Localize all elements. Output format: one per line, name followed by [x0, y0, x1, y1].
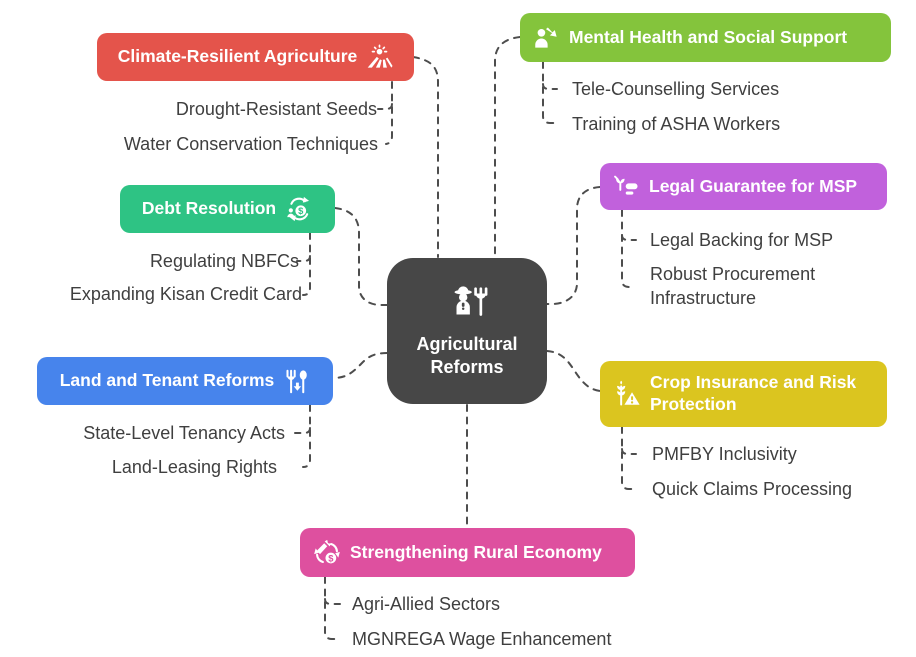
branch-debt-resolution[interactable]: Debt Resolution $ [120, 185, 335, 233]
leaf-land-leasing-rights[interactable]: Land-Leasing Rights [111, 457, 277, 477]
person-decline-arrow-icon [535, 27, 557, 48]
svg-text:$: $ [328, 553, 334, 563]
leaf-training-of-asha-workers[interactable]: Training of ASHA Workers [572, 114, 781, 134]
leaf-tele-counselling-services[interactable]: Tele-Counselling Services [572, 79, 780, 99]
carrot-exchange-dollar-icon: $ [314, 539, 340, 563]
branch-crop-insurance-and-risk-protection[interactable]: Crop Insurance and Risk Protection [600, 361, 887, 427]
branch-label: Climate-Resilient Agriculture [117, 46, 358, 67]
branch-label: Land and Tenant Reforms [59, 370, 275, 391]
branch-label: Strengthening Rural Economy [350, 541, 602, 562]
svg-text:$: $ [298, 206, 304, 216]
leaf-drought-resistant-seeds[interactable]: Drought-Resistant Seeds [175, 99, 377, 119]
money-exchange-icon: $ [287, 196, 310, 222]
farmer-pitchfork-icon [454, 285, 488, 316]
branch-label: Debt Resolution [141, 198, 277, 219]
leaf-quick-claims-processing[interactable]: Quick Claims Processing [652, 479, 853, 499]
sunrise-field-icon [367, 44, 393, 68]
leaf-robust-procurement-infrastructure[interactable]: Robust Procurement Infrastructure [650, 264, 816, 308]
branch-mental-health-and-social-support[interactable]: Mental Health and Social Support [520, 13, 891, 62]
center-node-agricultural-reforms[interactable]: Agricultural Reforms [387, 258, 547, 404]
sprout-price-bars-icon [614, 175, 638, 195]
leaf-pmfby-inclusivity[interactable]: PMFBY Inclusivity [652, 444, 797, 464]
branch-legal-guarantee-for-msp[interactable]: Legal Guarantee for MSP [600, 163, 887, 210]
leaf-agri-allied-sectors[interactable]: Agri-Allied Sectors [352, 594, 501, 614]
leaf-regulating-nbfcs[interactable]: Regulating NBFCs [149, 251, 299, 271]
branch-land-and-tenant-reforms[interactable]: Land and Tenant Reforms [37, 357, 333, 405]
branch-label: Crop Insurance and Risk Protection [650, 372, 857, 414]
branch-label: Legal Guarantee for MSP [649, 175, 858, 196]
leaf-legal-backing-for-msp[interactable]: Legal Backing for MSP [650, 230, 834, 250]
wheat-warning-icon [617, 380, 640, 406]
branch-strengthening-rural-economy[interactable]: $ Strengthening Rural Economy [300, 528, 635, 577]
branch-climate-resilient-agriculture[interactable]: Climate-Resilient Agriculture [97, 33, 414, 81]
leaf-state-level-tenancy-acts[interactable]: State-Level Tenancy Acts [83, 423, 285, 443]
branch-label: Mental Health and Social Support [569, 26, 848, 47]
center-node-label: Agricultural Reforms [416, 333, 518, 377]
fork-spoon-down-icon [286, 369, 308, 393]
leaf-water-conservation-techniques[interactable]: Water Conservation Techniques [123, 134, 378, 154]
leaf-expanding-kisan-credit-card[interactable]: Expanding Kisan Credit Card [69, 284, 302, 304]
leaf-mgnrega-wage-enhancement[interactable]: MGNREGA Wage Enhancement [352, 629, 612, 649]
